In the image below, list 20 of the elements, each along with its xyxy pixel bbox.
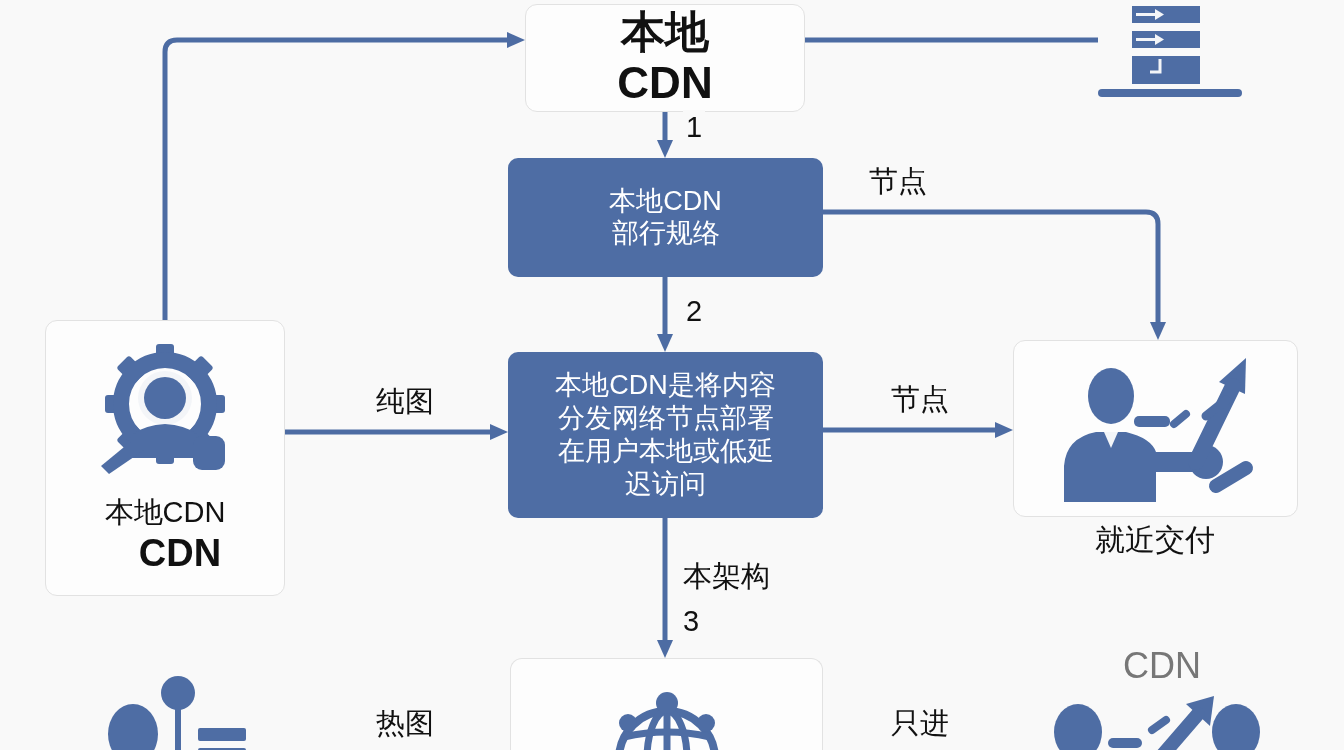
arrow <box>657 277 673 352</box>
node-label: CDN <box>138 531 222 576</box>
stacked-bars-icon <box>1098 6 1242 98</box>
process-box <box>525 4 805 112</box>
arrow <box>657 112 673 158</box>
process-box <box>508 158 823 277</box>
icon-card <box>510 658 823 750</box>
arrow <box>823 422 1013 438</box>
arrow <box>162 32 525 320</box>
connector-line <box>805 37 1098 43</box>
node-label: 本地CDN是将内容分发网络节点部署在用户本地或低延迟访问 <box>554 369 777 501</box>
node-label: 本地CDN部行规络 <box>608 186 723 249</box>
arrow <box>285 424 508 440</box>
node-label: 本地CDN <box>104 496 226 530</box>
icon-card <box>45 320 285 596</box>
process-box <box>508 352 823 518</box>
node-label: 本地CDN <box>616 7 714 109</box>
arrow <box>823 209 1166 340</box>
icon-card <box>1013 340 1298 517</box>
arrow <box>657 518 673 658</box>
